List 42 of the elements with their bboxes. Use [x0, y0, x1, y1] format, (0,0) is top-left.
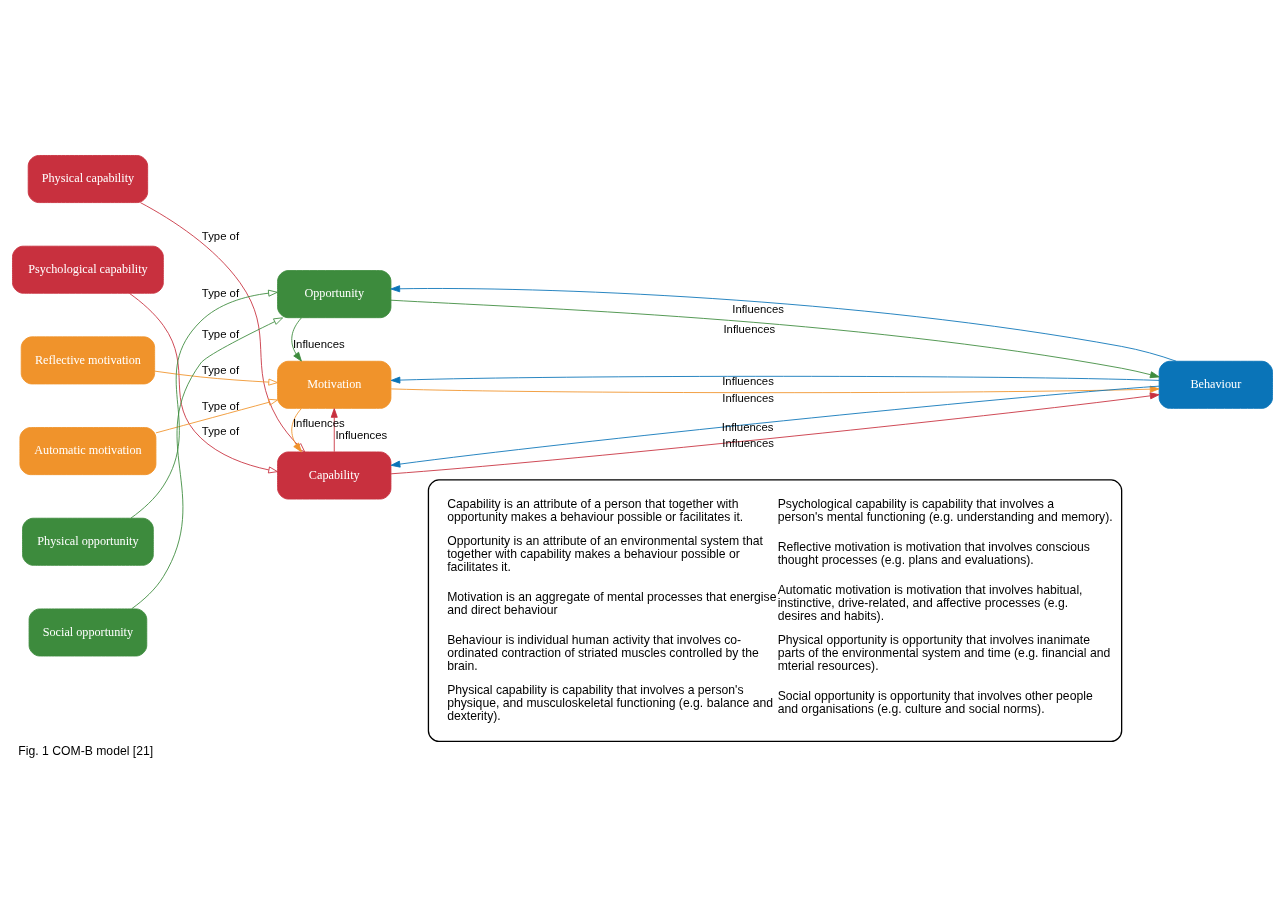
edge-label: Influences — [722, 437, 774, 450]
edge-label: Type of — [201, 399, 240, 412]
arrow — [154, 370, 278, 386]
node-box: Behaviour — [1158, 360, 1273, 409]
node-box: Physical capability — [27, 155, 149, 203]
node-box: Psychological capability — [12, 245, 164, 294]
edge-label: Influences — [722, 391, 774, 404]
arrow — [390, 385, 1160, 394]
node-box: Physical opportunity — [22, 517, 154, 566]
edge-label: Influences — [721, 420, 774, 433]
caption: Fig. 1 COM-B model [21] — [18, 743, 154, 758]
node-box: Capability — [277, 451, 392, 500]
arrow — [330, 408, 338, 453]
edge-label: Type of — [201, 287, 240, 300]
edge-label: Influences — [292, 416, 345, 429]
arrow — [130, 289, 278, 519]
edge-label: Influences — [722, 375, 774, 388]
arrow — [390, 385, 1160, 468]
edge-label: Influences — [292, 338, 345, 351]
node-box: Opportunity — [277, 270, 392, 319]
edge-label: Type of — [201, 328, 240, 341]
node-box: Capability is an attribute of a person that together with opportunity makes a behaviour possible or facilitates it. Psychological capability is capability that involves a person's mental functioning (e.g. understanding and memory). Opportunity is an attribute of an environmental system that together with capability makes a behaviour possible or facilitates it. Reflective motivation is motivation that involves conscious thought processes (e.g. plans and evaluations). Motivation is an aggregate of mental processes that energise and direct behaviour Automatic motivation is motivation that involves habitual, instinctive, drive-related, and affective processes (e.g. desires and habits). Behaviour is individual human activity that involves co-ordinated contraction of striated muscles controlled by the brain. Physical opportunity is opportunity that involves inanimate parts of the environmental system and time (e.g. financial and mterial resources). Physical capability is capability that involves a person's physique, and musculoskeletal functioning (e.g. balance and dexterity). Social opportunity is opportunity that involves other people and organisations (e.g. culture and social norms). — [427, 479, 1123, 743]
node-box: Social opportunity — [28, 608, 148, 657]
edge-label: Type of — [201, 424, 240, 437]
edge-label: Type of — [201, 363, 240, 376]
arrow — [291, 317, 302, 362]
arrow — [390, 299, 1160, 379]
arrow — [291, 408, 302, 453]
edge-label: Influences — [335, 429, 388, 442]
arrow — [390, 285, 1177, 362]
edge-label: Influences — [723, 323, 776, 336]
edge-label: Type of — [201, 230, 240, 243]
arrow — [131, 317, 284, 610]
edge-label: Influences — [732, 302, 784, 315]
arrow — [390, 375, 1160, 384]
arrow — [129, 292, 278, 474]
node-box: Automatic motivation — [19, 427, 157, 476]
node-box: Motivation — [277, 360, 392, 409]
arrow — [140, 202, 306, 453]
arrow — [155, 398, 278, 434]
arrow — [390, 392, 1160, 475]
node-box: Reflective motivation — [20, 336, 156, 385]
